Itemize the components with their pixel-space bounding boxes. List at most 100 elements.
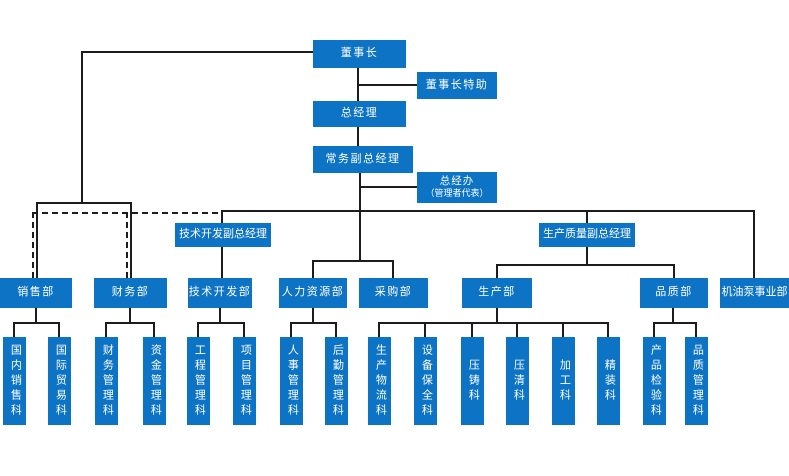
node-section-production-logistics: 生产物流科 [368, 337, 391, 425]
connector-drop [197, 322, 199, 337]
node-section-finishing: 精装科 [597, 337, 620, 425]
connector-drop [695, 322, 697, 337]
node-section-logistics-management: 后勤管理科 [325, 337, 348, 425]
node-label: 设备保全科 [420, 343, 433, 419]
node-general-manager: 总经理 [313, 101, 406, 127]
connector-drop [471, 322, 473, 337]
connector-to-purchasing [392, 260, 394, 278]
node-dept-sales: 销售部 [0, 278, 72, 308]
node-label: 工程管理科 [193, 343, 206, 419]
connector-finance-children [105, 322, 155, 324]
node-section-funds-management: 资金管理科 [143, 337, 166, 425]
connector-main-horizontal [221, 210, 755, 212]
connector-chairman-left [81, 51, 314, 53]
connector-dashed-to-finance [126, 212, 128, 278]
connector-drop [335, 322, 337, 337]
node-chairman-assistant: 董事长特助 [417, 72, 497, 99]
node-section-project-management: 项目管理科 [233, 337, 256, 425]
node-label: 生产物流科 [374, 343, 387, 419]
connector-to-quality-dept [673, 264, 675, 278]
node-section-die-casting: 压铸科 [461, 337, 484, 425]
node-section-engineering-management: 工程管理科 [187, 337, 210, 425]
node-section-product-inspection: 产品检验科 [643, 337, 666, 425]
connector-to-tech-vp [221, 210, 223, 223]
connector-to-assistant [357, 84, 417, 86]
node-label: 精装科 [603, 358, 616, 404]
node-section-financial-management: 财务管理科 [95, 337, 118, 425]
node-executive-deputy-gm: 常务副总经理 [313, 146, 413, 173]
connector-dashed-to-sales [32, 212, 34, 278]
connector-drop [424, 322, 426, 337]
connector-to-production [496, 264, 498, 278]
node-section-quality-management: 品质管理科 [685, 337, 708, 425]
node-section-machining: 加工科 [552, 337, 575, 425]
connector-to-finance [130, 202, 132, 278]
connector-drop [562, 322, 564, 337]
connector-hr-children [290, 322, 337, 324]
connector-to-oil-pump [753, 210, 755, 278]
node-label: 品质管理科 [691, 343, 704, 419]
node-label: 压清科 [512, 358, 525, 404]
connector-production-quality-split [496, 264, 675, 266]
connector-drop [378, 322, 380, 337]
node-label: 人事管理科 [286, 343, 299, 419]
node-dept-finance: 财务部 [94, 278, 167, 308]
connector-gm-evp [357, 127, 359, 146]
connector-evp-main [359, 173, 361, 262]
node-dept-production: 生产部 [462, 278, 532, 308]
connector-drop [153, 322, 155, 337]
node-label: 压铸科 [467, 358, 480, 404]
connector-techdev-stem [219, 308, 221, 323]
connector-drop [105, 322, 107, 337]
node-label: 产品检验科 [649, 343, 662, 419]
node-dept-purchasing: 采购部 [359, 278, 428, 308]
connector-to-quality-vp [586, 210, 588, 223]
connector-techdev-children [197, 322, 245, 324]
connector-sales-stem [35, 308, 37, 323]
node-label: 加工科 [558, 358, 571, 404]
node-label: 国际贸易科 [54, 343, 67, 419]
connector-hr-stem [312, 308, 314, 323]
connector-to-hr [312, 260, 314, 278]
connector-left-drop [81, 51, 83, 204]
node-dept-oil-pump-division: 机油泵事业部 [720, 278, 789, 308]
node-gm-office-line2: （管理者代表） [425, 188, 489, 199]
node-dept-human-resources: 人力资源部 [279, 278, 347, 308]
connector-drop [13, 322, 15, 337]
connector-dashed-horizontal [32, 212, 218, 214]
connector-sales-children [13, 322, 60, 324]
connector-drop [58, 322, 60, 337]
node-gm-office: 总经办 （管理者代表） [417, 172, 497, 203]
node-chairman: 董事长 [313, 40, 406, 68]
connector-quality-children [653, 322, 697, 324]
node-section-international-trade: 国际贸易科 [48, 337, 71, 425]
connector-production-stem [496, 308, 498, 323]
node-label: 财务管理科 [101, 343, 114, 419]
connector-drop [516, 322, 518, 337]
connector-techvp-techdev [221, 247, 223, 278]
connector-sales-finance-split [36, 202, 132, 204]
node-dept-quality: 品质部 [640, 278, 708, 308]
node-label: 资金管理科 [149, 343, 162, 419]
connector-drop [243, 322, 245, 337]
node-section-personnel-management: 人事管理科 [280, 337, 303, 425]
connector-drop [653, 322, 655, 337]
node-gm-office-line1: 总经办 [439, 174, 475, 187]
connector-finance-stem [129, 308, 131, 323]
node-label: 项目管理科 [239, 343, 252, 419]
node-label: 国内销售科 [9, 343, 22, 419]
connector-qualityvp-drop [586, 247, 588, 265]
connector-quality-stem [672, 308, 674, 323]
connector-to-gm-office [359, 186, 417, 188]
node-tech-dev-deputy-gm: 技术开发副总经理 [175, 223, 271, 247]
connector-hr-purchasing-split [312, 260, 394, 262]
connector-drop [290, 322, 292, 337]
connector-to-sales [36, 202, 38, 278]
node-production-quality-deputy-gm: 生产质量副总经理 [539, 223, 635, 247]
node-label: 后勤管理科 [331, 343, 344, 419]
node-dept-tech-dev: 技术开发部 [188, 278, 252, 308]
connector-drop [607, 322, 609, 337]
node-section-domestic-sales: 国内销售科 [3, 337, 26, 425]
node-section-equipment-maintenance: 设备保全科 [414, 337, 437, 425]
